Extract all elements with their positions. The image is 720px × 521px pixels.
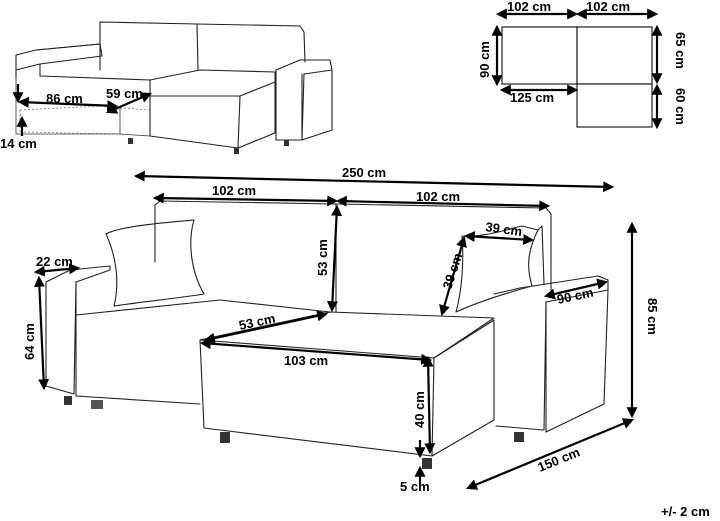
arm-depth-label: 90 cm — [556, 285, 595, 307]
plan-width-left-label: 102 cm — [507, 0, 551, 14]
arm-height-label: 64 cm — [22, 323, 37, 360]
small-seat-width-label: 86 cm — [46, 91, 83, 106]
leg-height-label: 5 cm — [400, 479, 430, 494]
plan-width-right-label: 102 cm — [586, 0, 630, 14]
chaise-width-arrow — [199, 338, 433, 365]
chaise-depth-label: 150 cm — [536, 444, 583, 474]
seat-depth-arrow — [203, 310, 329, 344]
seat-width-arrow — [17, 96, 119, 112]
back-height-arrow — [326, 204, 343, 313]
plan-chaise-length-label: 125 cm — [510, 90, 554, 105]
seat-depth-arrow — [105, 92, 153, 114]
small-storage-height-label: 14 cm — [0, 136, 37, 151]
overall-width-label: 250 cm — [342, 165, 386, 180]
small-sofa-view — [15, 21, 333, 154]
chaise-depth-arrow — [465, 418, 635, 490]
back-right-width-arrow — [335, 195, 551, 212]
arm-width-arrow — [33, 263, 81, 277]
back-left-width-label: 102 cm — [212, 183, 256, 198]
tolerance-note: +/- 2 cm — [661, 504, 710, 519]
arm-height-arrow — [33, 275, 50, 391]
chaise-height-arrow — [422, 355, 436, 455]
arm-left-width-label: 22 cm — [36, 254, 73, 269]
back-right-width-label: 102 cm — [416, 189, 460, 204]
overall-width-arrow — [133, 170, 615, 193]
chaise-height-label: 40 cm — [412, 391, 427, 428]
cushion-height-arrow — [439, 235, 467, 317]
overall-height-label: 85 cm — [645, 298, 660, 335]
plan-depth-left-label: 90 cm — [477, 41, 492, 78]
arm-depth-arrow — [543, 278, 609, 300]
back-left-width-arrow — [152, 192, 339, 207]
cushion-width-arrow — [463, 231, 535, 245]
seat-depth-label: 53 cm — [238, 311, 277, 333]
plan-depth-right-top-label: 65 cm — [673, 32, 688, 69]
small-seat-depth-label: 59 cm — [106, 86, 143, 101]
back-height-label: 53 cm — [315, 239, 330, 276]
chaise-width-label: 103 cm — [284, 353, 328, 368]
cushion-width-label: 39 cm — [485, 219, 524, 239]
plan-depth-right-bottom-label: 60 cm — [673, 88, 688, 125]
top-plan-view — [501, 26, 653, 128]
